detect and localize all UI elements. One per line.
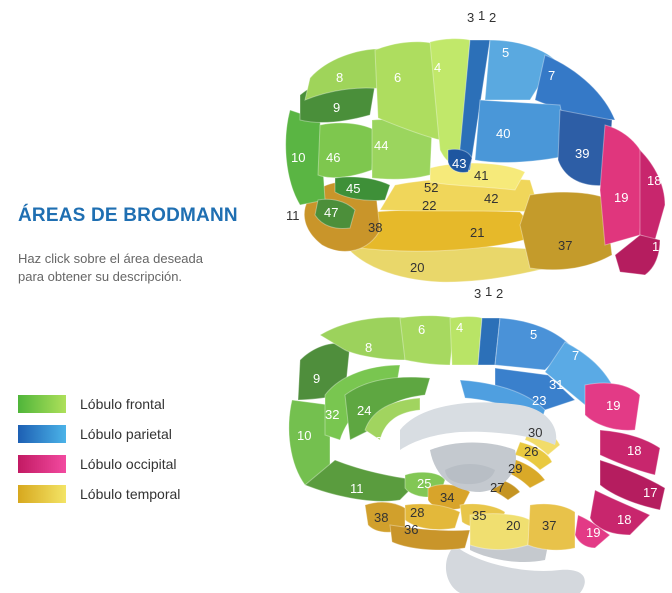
area-37-medial[interactable] xyxy=(528,504,575,550)
area-20-medial[interactable] xyxy=(470,514,530,550)
area-40-lateral[interactable] xyxy=(475,100,570,162)
m-top-number-2: 2 xyxy=(496,286,503,301)
area-6-medial[interactable] xyxy=(400,316,455,365)
lateral-brain-view: 8 6 4 5 7 9 40 39 46 44 10 43 41 52 42 4… xyxy=(286,8,667,282)
area-19-lateral[interactable] xyxy=(600,125,645,245)
top-number-2: 2 xyxy=(489,10,496,25)
area-37-lateral[interactable] xyxy=(520,192,612,270)
m-top-number-3: 3 xyxy=(474,286,481,301)
top-number-1: 1 xyxy=(478,8,485,23)
area-18-lateral[interactable] xyxy=(640,150,665,240)
m-top-number-1: 1 xyxy=(485,284,492,299)
area-46-lateral[interactable] xyxy=(318,123,375,178)
label-11-outside: 11 xyxy=(286,208,300,223)
area-4-medial[interactable] xyxy=(450,317,482,366)
area-19-medial-upper[interactable] xyxy=(585,383,640,430)
area-17-lateral[interactable] xyxy=(615,235,660,275)
top-number-3: 3 xyxy=(467,10,474,25)
medial-brain-view: 6 4 5 8 7 9 31 24 23 19 32 10 33 30 26 1… xyxy=(289,284,665,593)
